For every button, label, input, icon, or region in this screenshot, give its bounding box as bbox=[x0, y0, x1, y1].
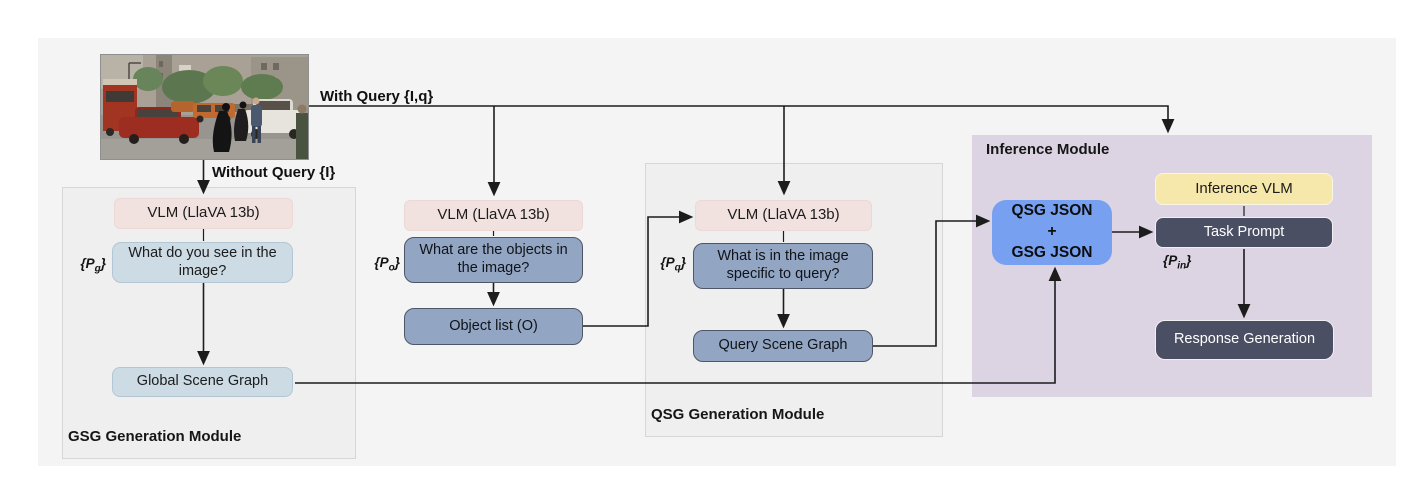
prompt-tag-pin: {Pin} bbox=[1163, 253, 1192, 272]
object-list-box: Object list (O) bbox=[404, 308, 583, 345]
query-scene-graph-to-json-arrow bbox=[873, 214, 991, 347]
global-scene-graph-to-json-arrow bbox=[295, 266, 1062, 384]
prompt-tag-po: {Po} bbox=[374, 255, 400, 274]
without-query-label: Without Query {I} bbox=[212, 164, 336, 181]
with-query-label: With Query {I,q} bbox=[320, 88, 434, 105]
prompt-tag-pq: {Pq} bbox=[660, 255, 686, 274]
json-combination-box: QSG JSON + GSG JSON bbox=[992, 200, 1112, 265]
response-generation-box: Response Generation bbox=[1155, 320, 1334, 360]
task-prompt-box: Task Prompt bbox=[1155, 217, 1333, 248]
qsg-vlm-box: VLM (LlaVA 13b) bbox=[695, 200, 872, 231]
object-vlm-box: VLM (LlaVA 13b) bbox=[404, 200, 583, 231]
gsg-prompt-box: What do you see in the image? bbox=[112, 242, 293, 283]
query-scene-graph-box: Query Scene Graph bbox=[693, 330, 873, 362]
object-list-to-qsg-vlm-arrow bbox=[583, 210, 694, 327]
street-scene-photo bbox=[100, 54, 309, 160]
gsg-module-title: GSG Generation Module bbox=[68, 428, 242, 445]
inference-module-title: Inference Module bbox=[986, 141, 1110, 158]
gsg-generation-module-box bbox=[62, 187, 356, 459]
inference-vlm-box: Inference VLM bbox=[1155, 173, 1333, 205]
global-scene-graph-box: Global Scene Graph bbox=[112, 367, 293, 397]
qsg-module-title: QSG Generation Module bbox=[651, 406, 825, 423]
qsg-prompt-box: What is in the image specific to query? bbox=[693, 243, 873, 289]
with-query-line bbox=[307, 105, 1175, 134]
gsg-vlm-box: VLM (LlaVA 13b) bbox=[114, 198, 293, 229]
object-prompt-box: What are the objects in the image? bbox=[404, 237, 583, 283]
prompt-tag-pg: {Pg} bbox=[80, 256, 106, 275]
